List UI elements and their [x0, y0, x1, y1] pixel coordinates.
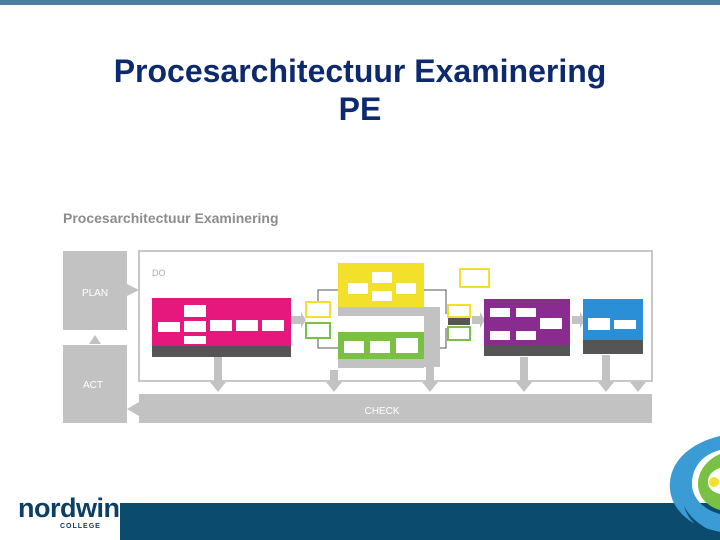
check-label: CHECK	[364, 406, 399, 417]
to-blue-arrow	[572, 312, 585, 328]
logo-subtitle: COLLEGE	[60, 523, 101, 530]
diagram-title: Procesarchitectuur Examinering	[63, 210, 279, 226]
blue-process-block	[583, 299, 643, 354]
slide-title-line1: Procesarchitectuur Examinering	[113, 53, 607, 89]
purple-process-block	[484, 299, 570, 356]
top-accent-bar	[0, 0, 720, 5]
do-label: DO	[152, 268, 166, 278]
slide-title-line2: PE	[338, 91, 382, 127]
slide-title: Procesarchitectuur Examinering PE	[40, 52, 680, 128]
dark-small-bar	[448, 318, 470, 325]
check-down-arrows	[210, 350, 646, 392]
plan-label: PLAN	[82, 288, 108, 299]
nordwin-logo: nordwin COLLEGE	[14, 493, 124, 533]
plan-block	[63, 251, 127, 330]
act-block	[63, 345, 127, 423]
yellow-small-box-right	[447, 304, 471, 318]
to-purple-arrow	[472, 312, 485, 328]
brand-swirl-icon	[669, 436, 720, 540]
check-to-act-arrow	[127, 402, 139, 416]
yellow-process-block	[338, 263, 440, 316]
grey-vertical-connector	[424, 307, 440, 367]
magenta-arrow	[291, 312, 306, 328]
footer-bar	[120, 503, 720, 540]
green-small-box-left	[305, 322, 331, 339]
green-small-box-right	[447, 326, 471, 341]
logo-wordmark: nordwin	[18, 493, 120, 523]
magenta-process-block	[152, 298, 291, 357]
yellow-small-box-top	[459, 268, 490, 288]
plan-arrow	[127, 284, 139, 296]
act-to-plan-arrow	[89, 335, 101, 344]
do-frame	[138, 250, 653, 382]
yellow-small-box-left	[305, 301, 331, 318]
check-bar	[139, 394, 652, 423]
green-process-block	[338, 332, 424, 368]
act-label: ACT	[83, 380, 103, 391]
